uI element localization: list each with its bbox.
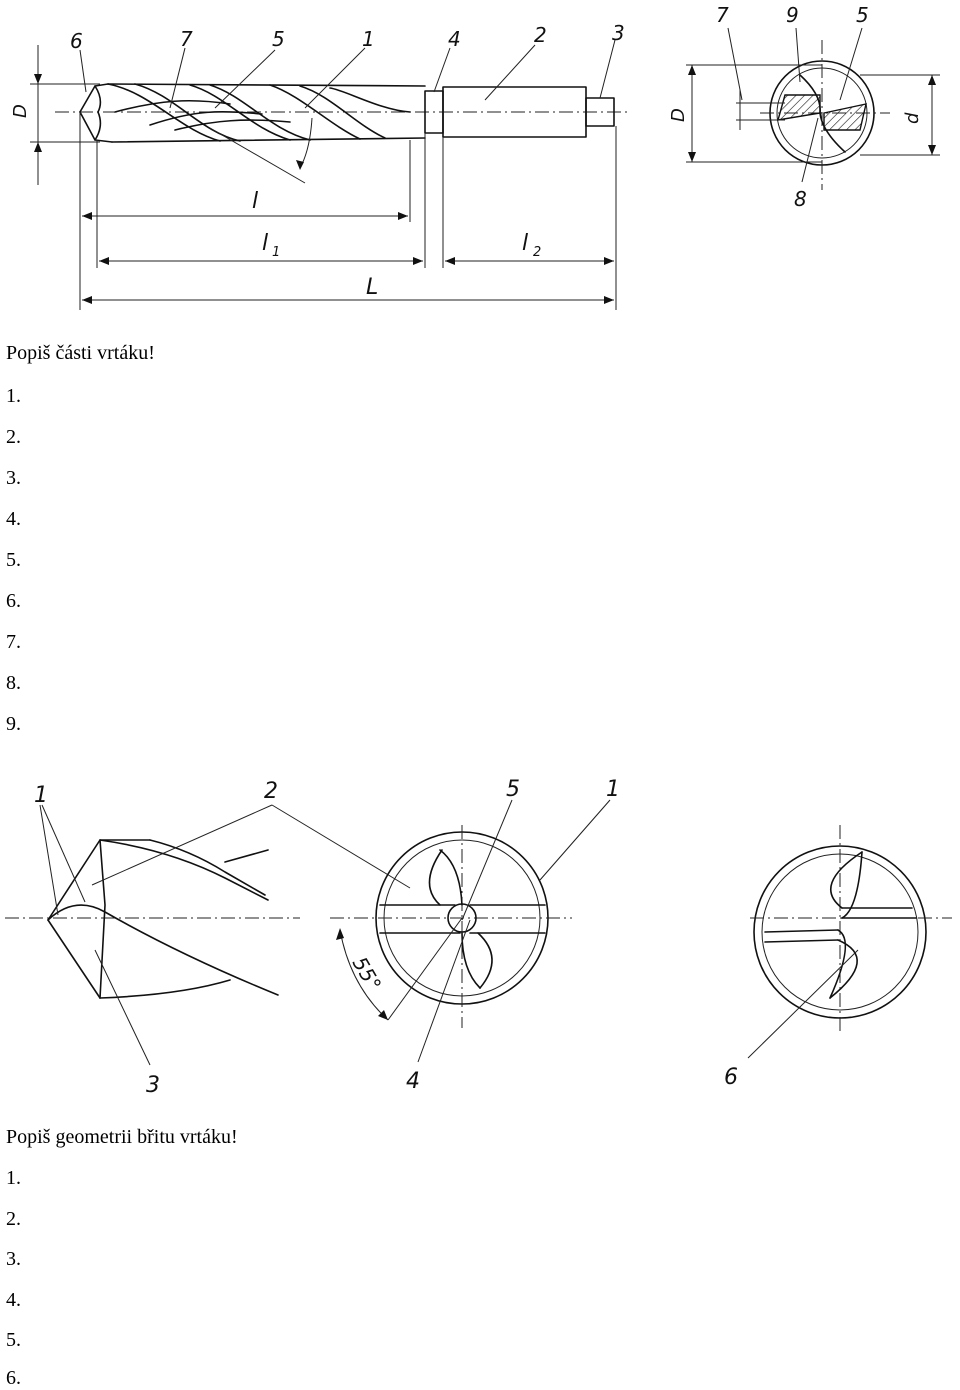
drill-flutes	[107, 83, 411, 142]
section1-item: 8.	[6, 672, 21, 694]
tip-callout-leaders	[39, 804, 411, 1066]
drill-end-view-2	[750, 825, 952, 1032]
callout-5: 5	[272, 27, 285, 51]
section1-item: 3.	[6, 467, 21, 489]
section-callout-9: 9	[786, 3, 799, 27]
dim-l2-subscript: 2	[533, 245, 541, 260]
section2-item: 5.	[6, 1329, 21, 1351]
callout-leaders	[79, 39, 616, 109]
dim-l2-label: l	[522, 231, 528, 256]
angle-arc	[339, 929, 389, 1021]
section-dim-D-arrow-top	[688, 65, 696, 75]
section2-item: 4.	[6, 1289, 21, 1311]
section1-item: 6.	[6, 590, 21, 612]
angle-arrow-top	[336, 928, 344, 940]
dim-l-label: l	[252, 189, 258, 214]
section1-title: Popiš části vrtáku!	[6, 342, 155, 364]
callout-1: 1	[362, 27, 375, 51]
callout-2: 2	[534, 23, 547, 47]
dim-l1-label: l	[262, 231, 268, 256]
section2-item: 3.	[6, 1248, 21, 1270]
section1-item: 2.	[6, 426, 21, 448]
drill-end-view	[330, 825, 572, 1028]
cutting-edge-geometry-drawing: 1 2 3 55° 5 1 4 6	[5, 777, 952, 1098]
section-dim-d-arrow-bottom	[928, 145, 936, 155]
drill-body-top	[107, 83, 426, 87]
section2-item: 1.	[6, 1167, 21, 1189]
section1-item: 1.	[6, 385, 21, 407]
section2-item: 2.	[6, 1208, 21, 1230]
section-dim-D-arrow-bottom	[688, 152, 696, 162]
dim-L-label: L	[366, 275, 378, 300]
section-callout-leaders	[727, 27, 863, 183]
section-callout-5: 5	[856, 3, 869, 27]
helix-angle-arc	[299, 117, 313, 169]
end-view-2-callout-leader	[747, 949, 859, 1059]
tip-callout-1: 1	[34, 783, 48, 808]
section-callout-7: 7	[716, 3, 729, 27]
callout-4: 4	[448, 27, 461, 51]
section1-item: 7.	[6, 631, 21, 653]
drill-body-bottom	[111, 137, 426, 143]
drill-parts-drawing: D l l 1 l 2 L 6 7 5 1 4 2 3	[10, 3, 940, 310]
end-view-callout-1: 1	[606, 777, 620, 802]
dim-D-arrow-top	[34, 74, 42, 84]
drill-tip	[79, 83, 113, 143]
end-view-callout-5: 5	[506, 777, 520, 802]
dim-l2-arrow-right	[604, 257, 614, 265]
section-dim-d-label: d	[902, 112, 923, 124]
helix-angle-arrowhead	[296, 160, 304, 170]
angle-leg	[387, 917, 463, 1021]
tip-callout-3: 3	[146, 1073, 160, 1098]
section-dim-D-label: D	[668, 108, 689, 122]
end-view-callout-leaders	[417, 799, 611, 1063]
dim-l1-arrow-left	[99, 257, 109, 265]
section-callout-8: 8	[794, 187, 807, 211]
section2-item: 6.	[6, 1367, 21, 1389]
drill-cross-section	[760, 40, 890, 190]
drill-tip-edge	[94, 85, 102, 141]
dim-D-arrow-bottom	[34, 142, 42, 152]
tip-callout-2: 2	[264, 779, 278, 804]
section1-item: 9.	[6, 713, 21, 735]
dim-l2-arrow-left	[445, 257, 455, 265]
end-view-2-callout-6: 6	[724, 1065, 738, 1090]
dim-L-arrow-left	[82, 296, 92, 304]
dim-L-arrow-right	[604, 296, 614, 304]
angle-arrow-bottom	[378, 1010, 388, 1020]
dim-D-label: D	[10, 104, 31, 118]
dim-l-arrow-left	[82, 212, 92, 220]
helix-angle-line	[209, 127, 306, 184]
section2-title: Popiš geometrii břitu vrtáku!	[6, 1126, 238, 1148]
dim-l-arrow-right	[398, 212, 408, 220]
dim-l1-subscript: 1	[272, 245, 280, 260]
callout-7: 7	[180, 27, 193, 51]
drill-tip-side-view	[47, 839, 279, 999]
dim-l1-arrow-right	[413, 257, 423, 265]
section1-item: 4.	[6, 508, 21, 530]
callout-6: 6	[70, 29, 83, 53]
section1-item: 5.	[6, 549, 21, 571]
angle-label: 55°	[348, 953, 387, 996]
callout-3: 3	[612, 21, 625, 45]
section-dim-d-arrow-top	[928, 75, 936, 85]
end-view-callout-4: 4	[406, 1069, 420, 1094]
